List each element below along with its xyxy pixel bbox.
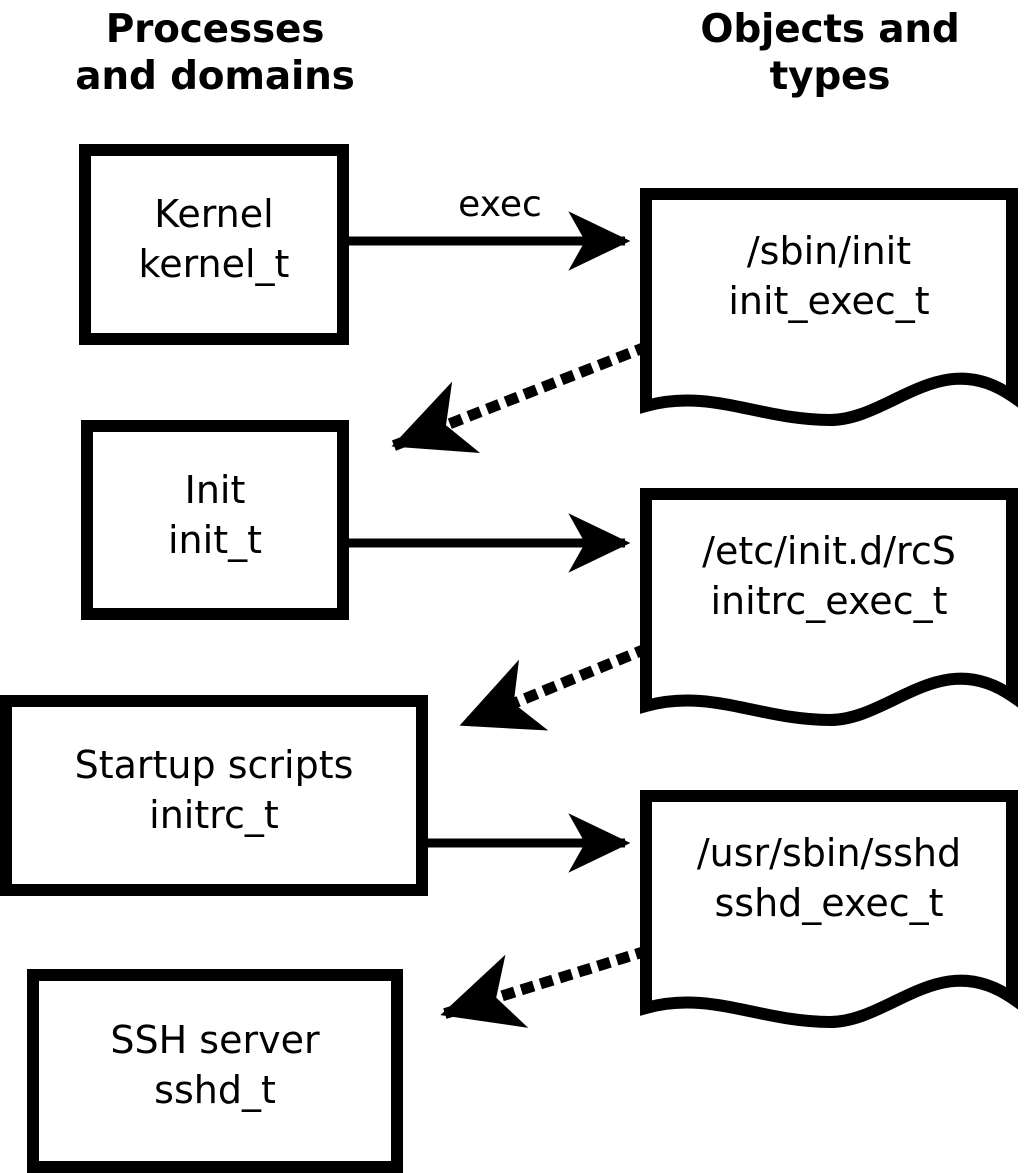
edge-sshd-exec-transition [440, 945, 650, 1028]
edge-label-exec: exec [458, 184, 542, 225]
edge-initrc-exec-transition [458, 642, 651, 731]
object-node-initrc-exec[interactable] [640, 488, 1018, 727]
column-heading-processes: Processes and domains [75, 7, 355, 99]
object-node-init-exec[interactable] [640, 188, 1018, 427]
object-node-sshd-exec[interactable] [640, 790, 1018, 1029]
process-node-init[interactable] [81, 420, 349, 620]
edge-init-exec-transition [390, 340, 651, 453]
column-heading-objects: Objects and types [700, 7, 960, 99]
process-node-initrc[interactable] [0, 695, 428, 896]
process-node-kernel[interactable] [79, 144, 349, 345]
process-node-sshd[interactable] [27, 969, 403, 1173]
